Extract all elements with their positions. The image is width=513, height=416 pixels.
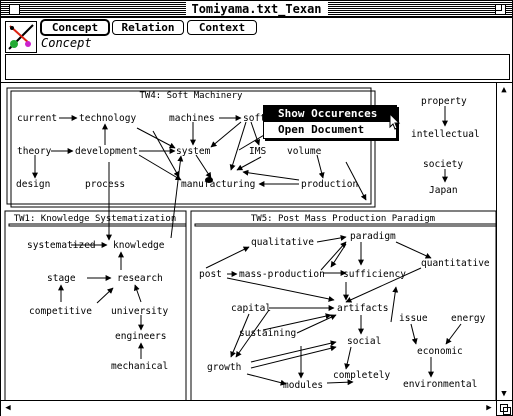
concept-system[interactable]: system	[176, 146, 211, 157]
concept-issue[interactable]: issue	[399, 313, 428, 324]
concept-mass-production[interactable]: mass-production	[239, 269, 325, 280]
concept-university[interactable]: university	[111, 306, 168, 317]
concept-engineers[interactable]: engineers	[115, 331, 166, 342]
title-bar[interactable]: Tomiyama.txt_Texan	[1, 1, 512, 18]
concept-knowledge[interactable]: knowledge	[113, 240, 165, 251]
concept-growth[interactable]: growth	[207, 362, 241, 373]
concept-post[interactable]: post	[199, 269, 222, 280]
concept-software[interactable]: soft	[243, 113, 266, 124]
concept-competitive[interactable]: competitive	[29, 306, 92, 317]
concept-stage[interactable]: stage	[47, 273, 76, 284]
menu-item-open-document[interactable]: Open Document	[278, 123, 365, 136]
concept-technology[interactable]: technology	[79, 113, 136, 124]
concept-intellectual[interactable]: intellectual	[411, 129, 480, 140]
relation-edges	[32, 106, 462, 386]
concept-quantitative[interactable]: quantitative	[421, 258, 490, 269]
grow-box[interactable]	[496, 400, 512, 416]
concept-production[interactable]: production	[301, 179, 358, 190]
context-menu: Show Occurences Open Document	[263, 105, 397, 139]
concept-artifacts[interactable]: artifacts	[337, 303, 388, 314]
concept-economic[interactable]: economic	[417, 346, 463, 357]
concept-qualitative[interactable]: qualitative	[251, 237, 314, 248]
concept-sufficiency[interactable]: sufficiency	[343, 269, 406, 280]
concept-map: TW4: Soft Machinery TW1: Knowledge Syste…	[4, 87, 496, 401]
concept-map-canvas[interactable]: TW4: Soft Machinery TW1: Knowledge Syste…	[1, 82, 496, 401]
horizontal-scrollbar[interactable]: ◀ ▶	[1, 400, 496, 416]
concept-machines[interactable]: machines	[169, 113, 215, 124]
concept-mechanical[interactable]: mechanical	[111, 361, 168, 372]
concept-society[interactable]: society	[423, 159, 463, 170]
app-logo-icon	[5, 21, 37, 53]
context-button[interactable]: Context	[187, 20, 257, 35]
concept-energy[interactable]: energy	[451, 313, 486, 324]
close-box[interactable]	[9, 4, 20, 15]
concept-button[interactable]: Concept	[41, 20, 109, 35]
concept-ims[interactable]: IMS	[249, 146, 266, 157]
frame-tw1-title: TW1: Knowledge Systematization	[14, 214, 177, 224]
frame-tw4-title: TW4: Soft Machinery	[140, 91, 244, 101]
concept-sustaining[interactable]: sustaining	[239, 328, 296, 339]
frame-tw4[interactable]	[6, 87, 372, 205]
concept-design[interactable]: design	[16, 179, 50, 190]
relation-button[interactable]: Relation	[112, 20, 184, 35]
concept-theory[interactable]: theory	[17, 146, 52, 157]
frame-tw1[interactable]	[4, 210, 187, 401]
mouse-cursor-icon	[389, 113, 401, 130]
menu-item-show-occurences[interactable]: Show Occurences	[264, 106, 396, 122]
scroll-left-arrow-icon[interactable]: ◀	[5, 403, 11, 413]
zoom-box[interactable]	[495, 4, 506, 15]
concept-input[interactable]	[5, 54, 510, 80]
window-title: Tomiyama.txt_Texan	[185, 2, 328, 16]
concept-current[interactable]: current	[17, 113, 57, 124]
frame-tw5[interactable]	[190, 210, 496, 401]
concept-manufacturing[interactable]: manufacturing	[181, 179, 255, 190]
mode-label: Concept	[41, 36, 92, 50]
frame-tw5-title: TW5: Post Mass Production Paradigm	[251, 214, 435, 224]
concept-nodes: current technology machines soft theory …	[16, 96, 490, 391]
concept-research[interactable]: research	[117, 273, 163, 284]
concept-japan[interactable]: Japan	[429, 185, 458, 196]
concept-paradigm[interactable]: paradigm	[350, 231, 396, 242]
concept-volume[interactable]: volume	[287, 146, 322, 157]
concept-environmental[interactable]: environmental	[403, 379, 477, 390]
concept-capital[interactable]: capital	[231, 303, 271, 314]
concept-development[interactable]: development	[75, 146, 138, 157]
vertical-scrollbar[interactable]: ▲ ▼	[496, 82, 512, 401]
scroll-down-arrow-icon[interactable]: ▼	[501, 389, 507, 399]
concept-process[interactable]: process	[85, 179, 125, 190]
concept-social[interactable]: social	[347, 336, 381, 347]
concept-systematized[interactable]: systematized	[27, 240, 96, 251]
scroll-right-arrow-icon[interactable]: ▶	[486, 403, 492, 413]
concept-completely[interactable]: completely	[333, 370, 390, 381]
scroll-up-arrow-icon[interactable]: ▲	[501, 85, 507, 95]
concept-property[interactable]: property	[421, 96, 467, 107]
concept-modules[interactable]: modules	[283, 380, 323, 391]
